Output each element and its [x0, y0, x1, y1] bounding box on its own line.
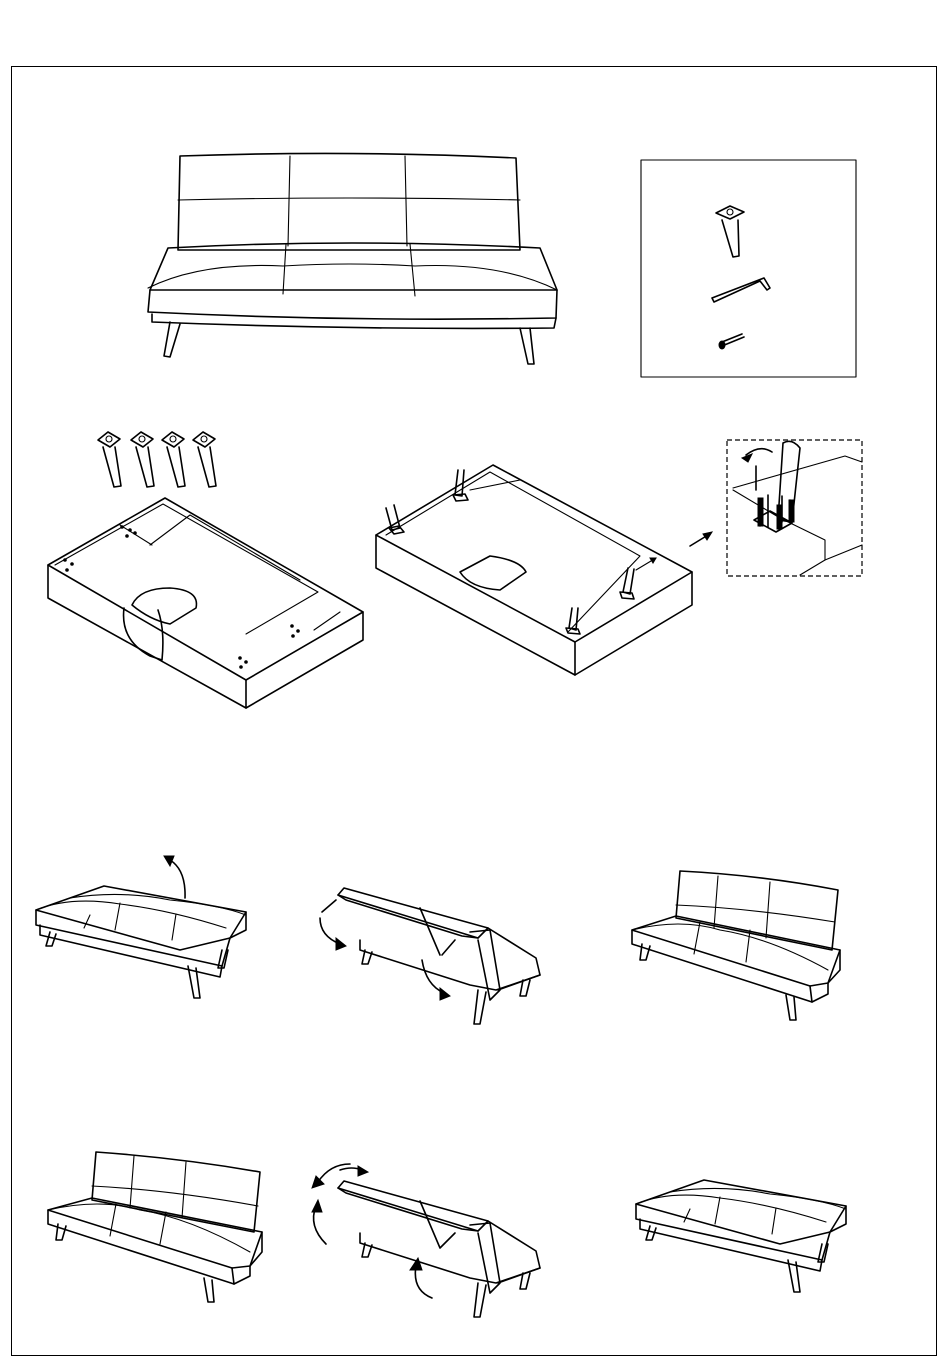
- sofa-main-illustration: [148, 153, 557, 364]
- mechanism-recline-illustration: [312, 1164, 540, 1317]
- legs-set-illustration: [98, 432, 216, 487]
- leg-part-icon: [716, 206, 744, 257]
- bed-flat-lift-illustration: [36, 856, 246, 998]
- bolt-part-icon: [719, 334, 744, 349]
- sofa-upright-illustration-a: [632, 871, 840, 1020]
- leg-tightening-detail: [727, 440, 862, 576]
- base-with-legs-illustration: [376, 465, 692, 675]
- parts-panel: [641, 160, 856, 377]
- allen-key-part-icon: [712, 278, 770, 302]
- base-underside-illustration: [48, 498, 363, 708]
- sofa-upright-illustration-b: [48, 1152, 262, 1302]
- mechanism-fold-illustration: [320, 888, 540, 1024]
- detail-arrow-icon: [690, 532, 712, 546]
- bed-flat-illustration: [636, 1180, 846, 1292]
